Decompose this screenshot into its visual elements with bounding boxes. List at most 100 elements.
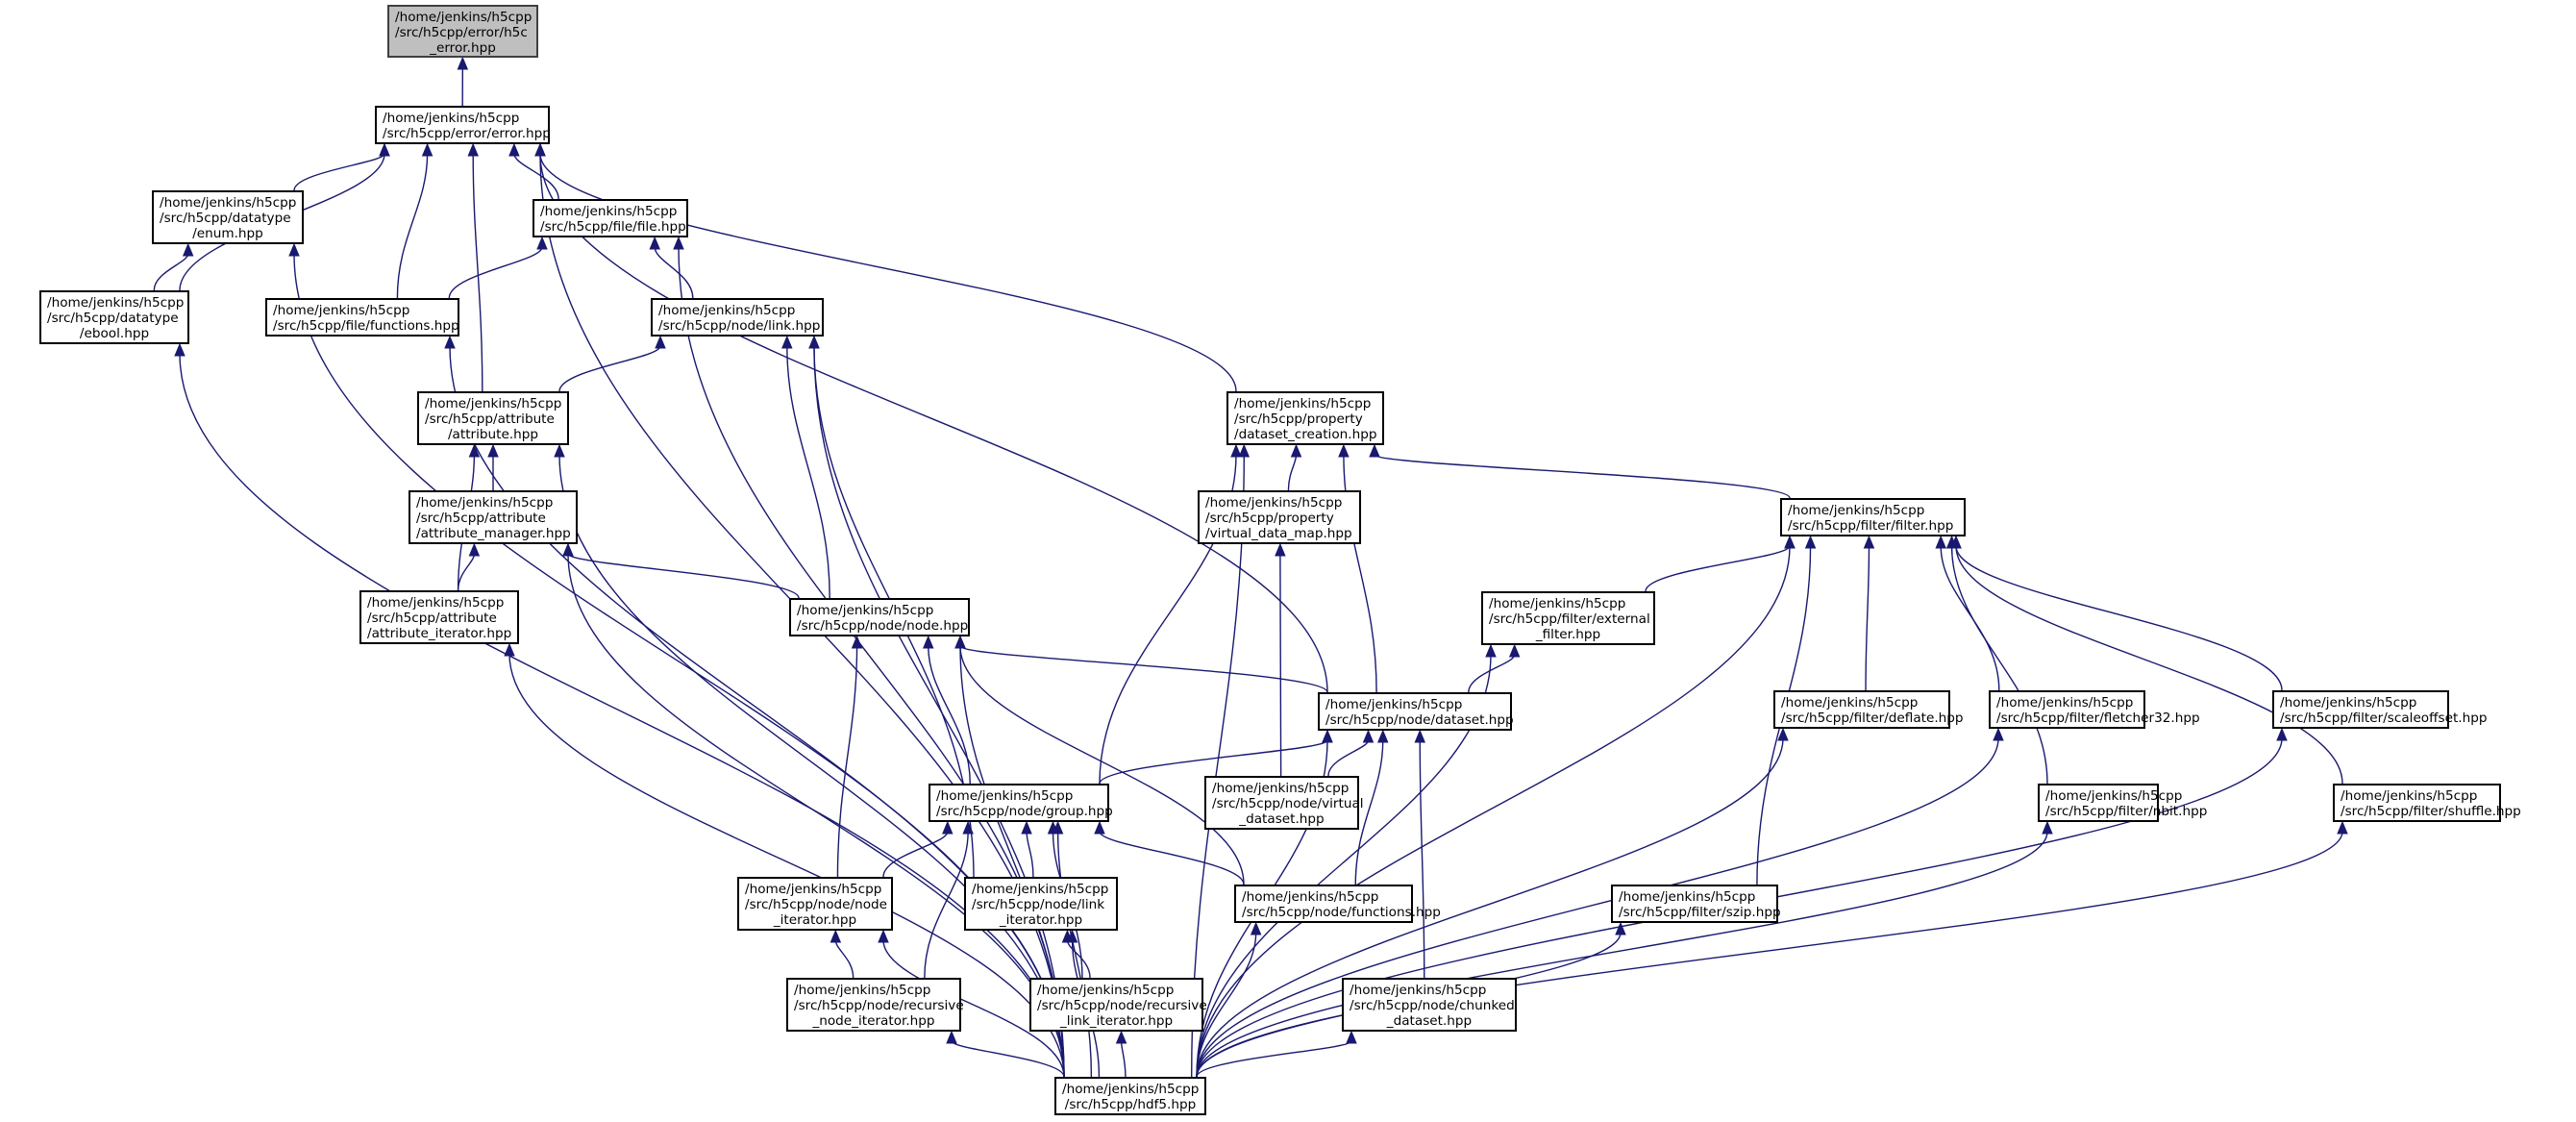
arrowhead-icon: [1275, 542, 1286, 557]
node-label-line: /src/h5cpp/attribute: [367, 611, 497, 626]
node-label-line: /home/jenkins/h5cpp: [1996, 695, 2134, 711]
edge-deflate-to-filter: [1865, 545, 1870, 691]
node-label-line: /src/h5cpp/node/recursive: [1037, 998, 1207, 1013]
edge-hdf5-to-dataset-creation: [1191, 454, 1245, 1078]
edge-node-to-attribute-manager: [567, 553, 800, 599]
edge-hdf5-to-group: [1056, 831, 1093, 1078]
node-label-line: /home/jenkins/h5cpp: [794, 983, 931, 998]
node-label-line: /home/jenkins/h5cpp: [47, 295, 185, 311]
node-filter[interactable]: /home/jenkins/h5cpp/src/h5cpp/filter/fil…: [1780, 498, 1966, 536]
node-chunked-dataset[interactable]: /home/jenkins/h5cpp/src/h5cpp/node/chunk…: [1342, 978, 1517, 1032]
node-label-line: /src/h5cpp/node/node.hpp: [797, 618, 969, 634]
node-label-line: /home/jenkins/h5cpp: [1788, 503, 1925, 518]
node-recursive-node-iterator[interactable]: /home/jenkins/h5cpp/src/h5cpp/node/recur…: [786, 978, 964, 1032]
edge-link-iterator-to-group: [1026, 831, 1034, 878]
node-label-line: /home/jenkins/h5cpp: [1325, 697, 1463, 712]
node-fletcher32[interactable]: /home/jenkins/h5cpp/src/h5cpp/filter/fle…: [1989, 690, 2200, 729]
node-dataset-creation[interactable]: /home/jenkins/h5cpp/src/h5cpp/property/d…: [1226, 391, 1384, 445]
node-shuffle[interactable]: /home/jenkins/h5cpp/src/h5cpp/filter/shu…: [2333, 784, 2521, 822]
node-scaleoffset[interactable]: /home/jenkins/h5cpp/src/h5cpp/filter/sca…: [2272, 690, 2488, 729]
arrowhead-icon: [1230, 443, 1242, 458]
node-label-line: /src/h5cpp/hdf5.hpp: [1064, 1097, 1197, 1112]
node-label-line: _error.hpp: [430, 40, 496, 56]
edge-group-to-node: [928, 645, 971, 785]
node-dataset[interactable]: /home/jenkins/h5cpp/src/h5cpp/node/datas…: [1318, 692, 1514, 731]
node-label-line: /src/h5cpp/filter/external: [1489, 611, 1650, 627]
node-label-line: _dataset.hpp: [1386, 1013, 1473, 1029]
node-label-line: /home/jenkins/h5cpp: [416, 495, 554, 511]
node-szip[interactable]: /home/jenkins/h5cpp/src/h5cpp/filter/szi…: [1611, 885, 1781, 923]
node-label-line: /home/jenkins/h5cpp: [1619, 889, 1756, 905]
node-link[interactable]: /home/jenkins/h5cpp/src/h5cpp/node/link.…: [651, 298, 824, 337]
arrowhead-icon: [1322, 729, 1333, 743]
arrowhead-icon: [1290, 443, 1302, 458]
node-enum[interactable]: /home/jenkins/h5cpp/src/h5cpp/datatype/e…: [152, 190, 304, 244]
edge-hdf5-to-node-functions: [1196, 932, 1257, 1078]
node-ebool[interactable]: /home/jenkins/h5cpp/src/h5cpp/datatype/e…: [39, 290, 189, 344]
node-label-line: /src/h5cpp/node/link: [972, 897, 1105, 912]
edge-dataset-creation-to-error: [539, 153, 1237, 392]
node-hdf5[interactable]: /home/jenkins/h5cpp/src/h5cpp/hdf5.hpp: [1054, 1077, 1206, 1115]
node-file-functions[interactable]: /home/jenkins/h5cpp/src/h5cpp/file/funct…: [265, 298, 459, 337]
node-recursive-link-iterator[interactable]: /home/jenkins/h5cpp/src/h5cpp/node/recur…: [1029, 978, 1207, 1032]
edge-virtual-dataset-to-virtual-data-map: [1279, 553, 1282, 777]
arrowhead-icon: [1052, 820, 1064, 835]
node-deflate[interactable]: /home/jenkins/h5cpp/src/h5cpp/filter/def…: [1773, 690, 1964, 729]
arrowhead-icon: [851, 635, 863, 649]
edge-hdf5-to-file-functions: [449, 345, 1065, 1078]
node-group[interactable]: /home/jenkins/h5cpp/src/h5cpp/node/group…: [929, 784, 1113, 822]
node-label-line: /src/h5cpp/node/dataset.hpp: [1325, 712, 1514, 728]
node-attribute[interactable]: /home/jenkins/h5cpp/src/h5cpp/attribute/…: [417, 391, 569, 445]
node-label-line: /src/h5cpp/filter/shuffle.hpp: [2341, 804, 2521, 819]
arrowhead-icon: [954, 635, 966, 649]
node-label-line: /src/h5cpp/error/error.hpp: [383, 126, 551, 141]
node-label-line: /src/h5cpp/filter/fletcher32.hpp: [1996, 711, 2200, 726]
arrowhead-icon: [1784, 535, 1796, 549]
arrowhead-icon: [468, 542, 481, 557]
node-label-line: _iterator.hpp: [773, 912, 857, 928]
node-node-functions[interactable]: /home/jenkins/h5cpp/src/h5cpp/node/funct…: [1234, 885, 1441, 923]
node-external-filter[interactable]: /home/jenkins/h5cpp/src/h5cpp/filter/ext…: [1481, 591, 1655, 645]
node-label-line: /home/jenkins/h5cpp: [160, 195, 297, 211]
node-label-line: _node_iterator.hpp: [812, 1013, 935, 1029]
arrowhead-icon: [942, 820, 954, 835]
node-label-line: /src/h5cpp/filter/scaleoffset.hpp: [2280, 711, 2488, 726]
node-virtual-data-map[interactable]: /home/jenkins/h5cpp/src/h5cpp/property/v…: [1198, 490, 1361, 544]
node-label-line: /src/h5cpp/datatype: [47, 311, 179, 326]
node-node-iterator[interactable]: /home/jenkins/h5cpp/src/h5cpp/node/node_…: [737, 877, 893, 931]
node-node[interactable]: /home/jenkins/h5cpp/src/h5cpp/node/node.…: [789, 598, 970, 636]
arrowhead-icon: [1485, 643, 1497, 658]
arrowhead-icon: [1777, 727, 1789, 741]
node-file[interactable]: /home/jenkins/h5cpp/src/h5cpp/file/file.…: [533, 199, 688, 237]
arrowhead-icon: [1238, 443, 1251, 458]
arrowhead-icon: [1115, 1030, 1127, 1044]
node-label-line: _link_iterator.hpp: [1059, 1013, 1174, 1029]
node-attribute-iterator[interactable]: /home/jenkins/h5cpp/src/h5cpp/attribute/…: [359, 590, 519, 644]
arrowhead-icon: [487, 443, 499, 458]
edge-group-to-dataset: [1099, 739, 1328, 785]
arrowhead-icon: [467, 142, 479, 157]
node-label-line: /src/h5cpp/error/h5c: [395, 25, 528, 40]
edge-dataset-to-node: [959, 645, 1328, 693]
edge-hdf5-to-attribute: [558, 454, 1065, 1078]
node-virtual-dataset[interactable]: /home/jenkins/h5cpp/src/h5cpp/node/virtu…: [1204, 776, 1364, 830]
arrowhead-icon: [830, 929, 842, 943]
arrowhead-icon: [421, 142, 433, 157]
node-label-line: /virtual_data_map.hpp: [1205, 526, 1352, 541]
edge-fletcher32-to-filter: [1940, 545, 2000, 691]
arrowhead-icon: [288, 242, 300, 257]
node-nbit[interactable]: /home/jenkins/h5cpp/src/h5cpp/filter/nbi…: [2038, 784, 2207, 822]
node-link-iterator[interactable]: /home/jenkins/h5cpp/src/h5cpp/node/link_…: [964, 877, 1118, 931]
arrowhead-icon: [508, 142, 520, 157]
arrowhead-icon: [923, 635, 934, 649]
edge-hdf5-to-nbit: [1196, 831, 2048, 1078]
node-attribute-manager[interactable]: /home/jenkins/h5cpp/src/h5cpp/attribute/…: [409, 490, 578, 544]
edge-chunked-dataset-to-dataset: [1419, 739, 1425, 979]
arrowhead-icon: [562, 542, 574, 557]
node-error[interactable]: /home/jenkins/h5cpp/src/h5cpp/error/erro…: [375, 106, 551, 144]
edge-hdf5-to-recursive-link-iterator: [1120, 1040, 1127, 1078]
node-label-line: /src/h5cpp/property: [1234, 411, 1363, 427]
edge-enum-to-error: [293, 153, 385, 191]
edge-shuffle-to-filter: [1955, 545, 2343, 785]
edge-node-iterator-to-node: [836, 645, 858, 878]
